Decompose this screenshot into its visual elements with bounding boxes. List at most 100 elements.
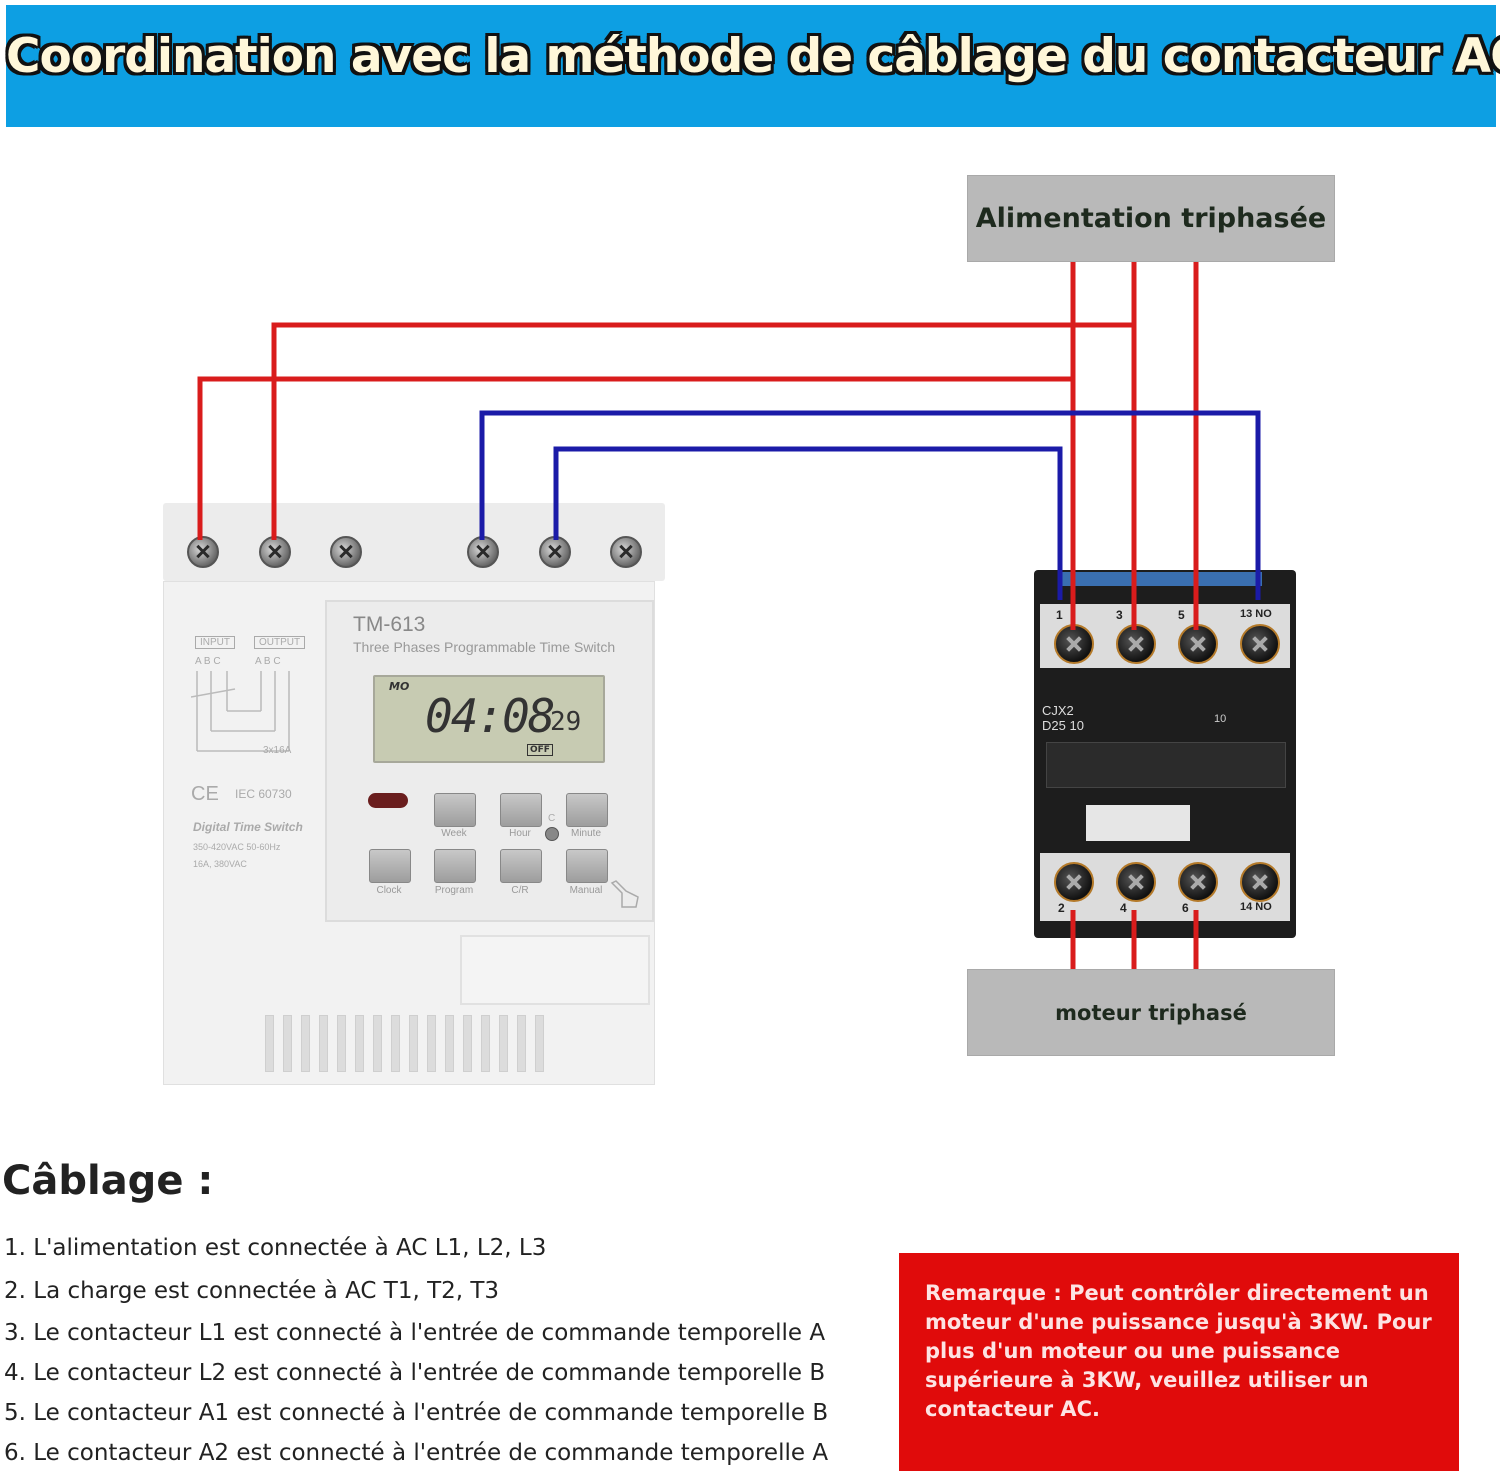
- vent-slot: [319, 1015, 328, 1072]
- banner-title: Coordination avec la méthode de câblage …: [6, 29, 1500, 84]
- vent-slot: [517, 1015, 526, 1072]
- contactor-screw-14: [1240, 862, 1280, 902]
- manual-button-label: Manual: [569, 885, 603, 896]
- terminal-number-5: 5: [1178, 608, 1185, 622]
- lcd-time: 04:08: [425, 689, 555, 743]
- terminal-number-3: 3: [1116, 608, 1123, 622]
- contactor-screw-13: [1240, 624, 1280, 664]
- vent-slot: [535, 1015, 544, 1072]
- terminal-number-14: 14 NO: [1240, 901, 1272, 913]
- status-led: [368, 793, 408, 808]
- terminal-number-4: 4: [1120, 901, 1127, 915]
- motor-label-box: moteur triphasé: [967, 969, 1335, 1056]
- remark-box: Remarque : Peut contrôler directement un…: [899, 1253, 1459, 1471]
- hour-button[interactable]: [500, 793, 542, 827]
- wire-timer-a: [197, 376, 1073, 540]
- lcd-status: OFF: [527, 744, 553, 756]
- wire-control-a2: [553, 446, 1063, 600]
- week-button[interactable]: [434, 793, 476, 827]
- cert-label: IEC 60730: [235, 787, 292, 801]
- rating-small: 3x16A: [263, 745, 292, 756]
- vent-slot: [409, 1015, 418, 1072]
- device-name: Digital Time Switch: [193, 820, 303, 834]
- timer-subtitle: Three Phases Programmable Time Switch: [353, 639, 616, 655]
- ac-contactor: 1 3 5 13 NO CJX2 D25 10 10 2 4 6 14 NO: [1034, 570, 1296, 938]
- vent-slot: [481, 1015, 490, 1072]
- lcd-day: MO: [389, 680, 410, 693]
- manual-button[interactable]: [566, 849, 608, 883]
- spec-voltage: 350-420VAC 50-60Hz: [193, 842, 281, 852]
- lcd-display: MO 04:08 29 OFF: [373, 675, 605, 763]
- cr-button-label: C/R: [511, 885, 529, 896]
- vent-slot: [427, 1015, 436, 1072]
- wiring-title: Câblage :: [2, 1158, 214, 1204]
- reset-pinhole[interactable]: [545, 827, 559, 841]
- clock-button[interactable]: [369, 849, 411, 883]
- wire-control-a1: [479, 410, 1261, 600]
- vent-slot: [355, 1015, 364, 1072]
- timer-device: INPUT OUTPUT A B C A B C 3x16A CE IEC 60…: [163, 503, 665, 1085]
- wiring-step-3: 3. Le contacteur L1 est connecté à l'ent…: [4, 1320, 826, 1346]
- week-button-label: Week: [441, 828, 467, 839]
- title-banner: Coordination avec la méthode de câblage …: [6, 5, 1500, 127]
- lcd-seconds: 29: [550, 707, 582, 737]
- ce-mark: CE: [191, 783, 219, 805]
- vent-slot: [283, 1015, 292, 1072]
- timer-terminal-screw-2: [259, 536, 291, 568]
- terminal-number-1: 1: [1056, 608, 1063, 622]
- contactor-screw-l2: [1116, 624, 1156, 664]
- output-label: OUTPUT: [254, 636, 306, 649]
- wiring-step-2: 2. La charge est connectée à AC T1, T2, …: [4, 1278, 500, 1304]
- minute-button-label: Minute: [570, 828, 601, 839]
- vent-slot: [499, 1015, 508, 1072]
- output-phases: A B C: [255, 656, 281, 667]
- wiring-step-1: 1. L'alimentation est connectée à AC L1,…: [4, 1235, 547, 1261]
- terminal-number-13: 13 NO: [1240, 608, 1272, 620]
- timer-model: TM-613: [353, 613, 426, 636]
- contactor-model-line2: D25 10: [1042, 718, 1084, 733]
- timer-terminal-screw-3: [330, 536, 362, 568]
- contactor-screw-t2: [1116, 862, 1156, 902]
- wire-timer-b: [271, 322, 1134, 540]
- vent-slot: [265, 1015, 274, 1072]
- terminal-number-2: 2: [1058, 901, 1065, 915]
- motor-label: moteur triphasé: [1055, 1000, 1247, 1025]
- spec-current: 16A, 380VAC: [193, 859, 247, 869]
- reset-c-label: C: [548, 813, 556, 824]
- wiring-step-5: 5. Le contacteur A1 est connecté à l'ent…: [4, 1400, 829, 1426]
- vent-slot: [337, 1015, 346, 1072]
- vent-slot: [391, 1015, 400, 1072]
- contactor-label-plate: [1086, 805, 1190, 841]
- clock-button-label: Clock: [376, 885, 402, 896]
- contactor-code: 10: [1214, 713, 1227, 725]
- remark-text: Remarque : Peut contrôler directement un…: [925, 1281, 1432, 1421]
- wiring-step-4: 4. Le contacteur L2 est connecté à l'ent…: [4, 1360, 826, 1386]
- program-button-label: Program: [434, 885, 474, 896]
- vent-slot: [445, 1015, 454, 1072]
- input-label: INPUT: [195, 636, 235, 649]
- minute-button[interactable]: [566, 793, 608, 827]
- hand-pointer-icon: [610, 880, 639, 908]
- timer-terminal-screw-1: [187, 536, 219, 568]
- vent-slot: [373, 1015, 382, 1072]
- timer-cover-window: [460, 935, 650, 1005]
- contactor-model-line1: CJX2: [1042, 703, 1074, 718]
- input-phases: A B C: [195, 656, 221, 667]
- timer-terminal-screw-6: [610, 536, 642, 568]
- wiring-diagram: [197, 262, 1261, 970]
- program-button[interactable]: [434, 849, 476, 883]
- contactor-model: CJX2 D25 10: [1042, 703, 1084, 733]
- timer-terminal-block: [163, 503, 665, 581]
- supply-label-box: Alimentation triphasée: [967, 175, 1335, 262]
- terminal-number-6: 6: [1182, 901, 1189, 915]
- wiring-step-6: 6. Le contacteur A2 est connecté à l'ent…: [4, 1440, 829, 1466]
- cr-button[interactable]: [500, 849, 542, 883]
- hour-button-label: Hour: [509, 828, 531, 839]
- vent-slot: [301, 1015, 310, 1072]
- contactor-screw-t3: [1178, 862, 1218, 902]
- contactor-screw-l3: [1178, 624, 1218, 664]
- vent-slot: [463, 1015, 472, 1072]
- contactor-armature: [1046, 742, 1286, 788]
- contactor-top-plate: [1062, 572, 1262, 586]
- contactor-screw-t1: [1054, 862, 1094, 902]
